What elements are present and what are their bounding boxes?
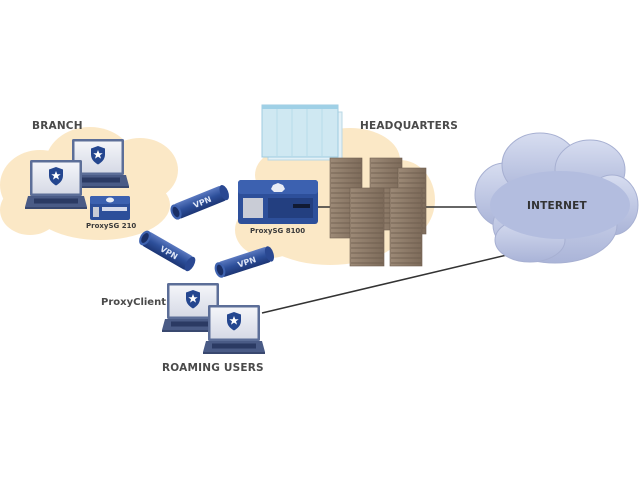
vpn-tunnel-icon: VPN: [168, 183, 231, 222]
server-rack-icon: [329, 157, 427, 267]
server-tower: [389, 187, 423, 267]
proxysg-210-appliance-icon: [90, 196, 130, 220]
roaming-laptop-icon: [203, 305, 265, 354]
proxyclient-label: ProxyClient: [101, 297, 166, 308]
proxysg-8100-appliance-icon: [238, 180, 318, 224]
proxysg-210-label: ProxySG 210: [86, 222, 137, 230]
headquarters-label: HEADQUARTERS: [360, 120, 459, 132]
branch-laptop-icon: [25, 160, 87, 209]
branch-label: BRANCH: [32, 120, 83, 132]
internet-cloud: [474, 132, 639, 264]
headquarters-building-icon: [261, 104, 343, 161]
roaming-users-label: ROAMING USERS: [162, 362, 264, 374]
server-tower: [349, 187, 385, 267]
proxysg-8100-label: ProxySG 8100: [250, 227, 306, 235]
link-roaming-internet: [261, 249, 529, 314]
vpn-tunnel-icon: VPN: [212, 245, 276, 280]
internet-label: INTERNET: [527, 200, 587, 212]
vpn-tunnel-icon: VPN: [136, 228, 198, 273]
